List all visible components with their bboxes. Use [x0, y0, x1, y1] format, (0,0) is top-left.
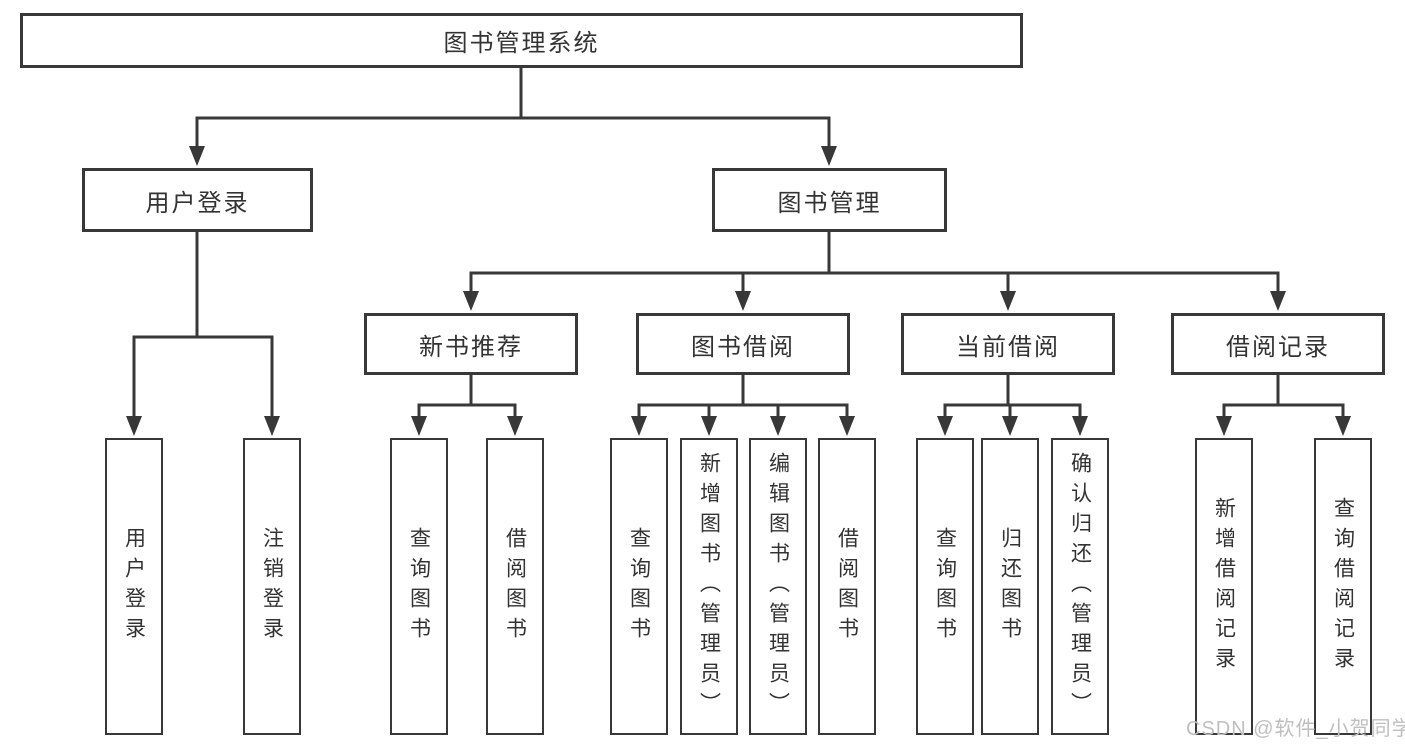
- node-label: 图书管理系统: [443, 30, 600, 57]
- node-book-management: 图书管理: [712, 168, 947, 232]
- leaf-add-borrow-record: 新增借阅记录: [1195, 438, 1253, 735]
- node-new-book-recommendation: 新书推荐: [364, 313, 578, 375]
- node-label: 查询借阅记录: [1331, 496, 1355, 677]
- leaf-query-books-borrow: 查询图书: [610, 438, 668, 735]
- node-borrowing-records: 借阅记录: [1171, 313, 1385, 375]
- node-label: 编辑图书（管理员）: [766, 451, 790, 722]
- node-label: 归还图书: [998, 526, 1022, 647]
- node-label: 借阅记录: [1226, 333, 1330, 361]
- leaf-return-books: 归还图书: [981, 438, 1039, 735]
- node-label: 图书借阅: [691, 333, 795, 361]
- leaf-confirm-return-admin: 确认归还（管理员）: [1051, 438, 1109, 735]
- node-book-borrowing: 图书借阅: [636, 313, 850, 375]
- leaf-add-books-admin: 新增图书（管理员）: [680, 438, 738, 735]
- arrowhead-group: [126, 146, 1351, 436]
- leaf-query-borrow-record: 查询借阅记录: [1314, 438, 1372, 735]
- leaf-logout-login: 注销登录: [243, 438, 301, 735]
- leaf-borrow-books-recommend: 借阅图书: [486, 438, 544, 735]
- node-label: 用户登录: [145, 189, 250, 217]
- node-label: 查询图书: [407, 526, 431, 647]
- leaf-edit-books-admin: 编辑图书（管理员）: [749, 438, 807, 735]
- leaf-user-login: 用户登录: [105, 438, 163, 735]
- node-label: 新增借阅记录: [1212, 496, 1236, 677]
- leaf-borrow-books: 借阅图书: [818, 438, 876, 735]
- node-label: 新增图书（管理员）: [697, 451, 721, 722]
- leaf-query-books-current: 查询图书: [916, 438, 974, 735]
- node-label: 新书推荐: [419, 333, 523, 361]
- node-label: 查询图书: [627, 526, 651, 647]
- node-label: 查询图书: [933, 526, 957, 647]
- node-label: 借阅图书: [503, 526, 527, 647]
- node-label: 用户登录: [122, 526, 146, 647]
- node-library-management-system: 图书管理系统: [20, 13, 1023, 68]
- node-label: 借阅图书: [835, 526, 859, 647]
- leaf-query-books-recommend: 查询图书: [390, 438, 448, 735]
- node-label: 图书管理: [777, 189, 882, 217]
- node-user-login: 用户登录: [82, 168, 313, 232]
- node-label: 当前借阅: [956, 333, 1060, 361]
- node-current-borrowing: 当前借阅: [901, 313, 1115, 375]
- node-label: 注销登录: [260, 526, 284, 647]
- node-label: 确认归还（管理员）: [1068, 451, 1092, 722]
